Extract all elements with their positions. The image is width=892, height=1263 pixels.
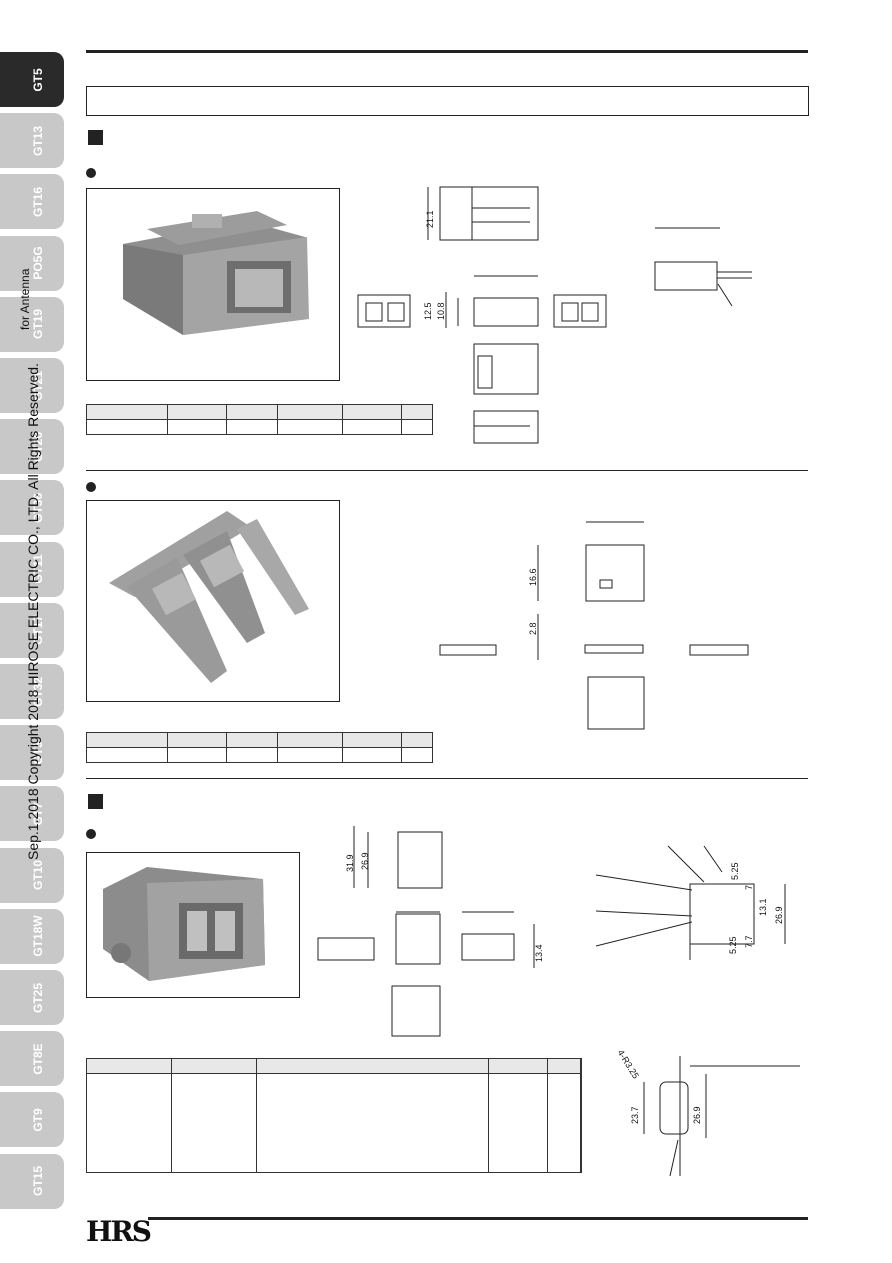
separator-2 [86,778,808,779]
section-marker-2 [88,794,103,809]
side-tab-gt8e[interactable]: GT8E [0,1031,64,1087]
side-tab-gt9[interactable]: GT9 [0,1092,64,1148]
side-tab-gt21[interactable]: GT21 [0,358,64,413]
side-tab-gt26[interactable]: GT26 [0,419,64,475]
plug-housing-photo [123,211,309,335]
title-box [86,86,809,116]
dim-26-9-a: 26.9 [360,852,370,870]
bullet-3 [86,829,96,839]
dim-23-7: 23.7 [630,1106,640,1124]
dim-7-a: 7 [744,884,754,890]
dim-13-1: 13.1 [758,898,768,916]
retainer-photo [109,511,309,683]
dim-13-4: 13.4 [534,944,544,962]
dim-21-1: 21.1 [425,210,435,228]
side-tab-gt5[interactable]: GT5 [0,52,64,107]
product-photo-frame-1 [86,188,340,381]
side-tab-gt25[interactable]: GT25 [0,970,64,1025]
side-tab-gt16[interactable]: GT16 [0,174,64,230]
dim-2-8: 2.8 [528,622,538,635]
dim-31-9: 31.9 [345,854,355,872]
dim-26-9-b: 26.9 [774,906,784,924]
side-tab-gt13[interactable]: GT13 [0,113,64,169]
side-tab-gt19[interactable]: GT19 [0,296,64,352]
dim-16-6: 16.6 [528,568,538,586]
spec-table-1 [86,404,433,435]
receptacle-photo [103,867,265,981]
side-tab-gt32[interactable]: GT32 [0,664,64,719]
top-rule [86,50,808,53]
dim-5-25-a: 5.25 [730,862,740,880]
brand-logo: HRS [86,1215,152,1248]
side-tab-gt3[interactable]: GT3 [0,725,64,781]
bullet-1a [86,168,96,178]
product-photo-frame-3 [86,852,300,998]
dim-10-8: 10.8 [436,302,446,320]
separator-1 [86,470,808,471]
footer-rule [148,1217,808,1220]
side-tab-gt7[interactable]: GT7 [0,786,64,842]
dim-12-5: 12.5 [423,302,433,320]
side-tab-gt10[interactable]: GT10 [0,847,64,903]
side-tab-po5g[interactable]: PO5G [0,235,64,291]
side-tab-gt15[interactable]: GT15 [0,1153,64,1209]
product-photo-frame-2 [86,500,340,702]
side-tab-gt18w[interactable]: GT18W [0,908,64,964]
side-tab-gt17[interactable]: GT17 [0,602,64,658]
bullet-2 [86,482,96,492]
section-marker-1 [88,130,103,145]
spec-table-3 [86,1058,582,1173]
side-tab-gt11[interactable]: GT11 [0,541,64,597]
dim-5-25-b: 5.25 [728,936,738,954]
side-tab-gt36[interactable]: GT36 [0,480,64,536]
spec-table-2 [86,732,433,763]
dim-7-7: 7.7 [744,935,754,948]
dim-26-9-c: 26.9 [692,1106,702,1124]
